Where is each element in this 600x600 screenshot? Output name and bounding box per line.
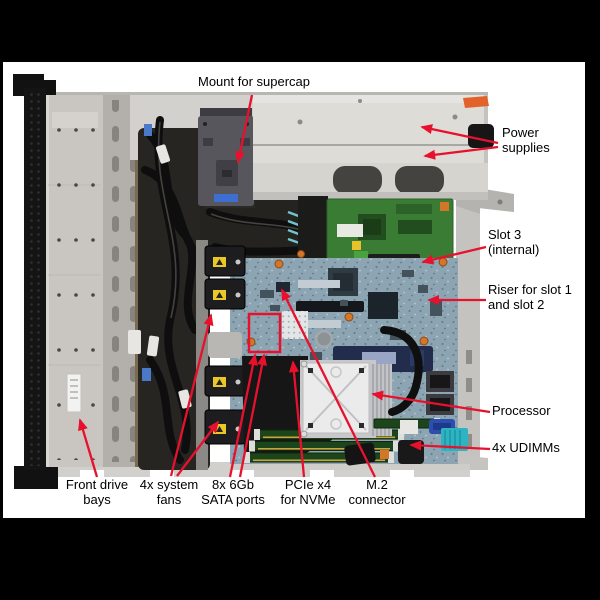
label-slot-3-internal: Slot 3 (internal) xyxy=(488,227,540,257)
psu-release-tab xyxy=(463,96,489,108)
sata-arrow-left xyxy=(228,353,258,478)
raid-card xyxy=(298,196,454,268)
power-supplies-photo xyxy=(253,95,494,200)
label-power-supplies: Power supplies xyxy=(502,125,550,155)
front-drive-bays-photo xyxy=(46,95,103,467)
rack-ear-bottom xyxy=(14,458,58,489)
udimms-arrow xyxy=(409,440,491,451)
label-8x-6gb-sata-ports: 8x 6Gb SATA ports xyxy=(201,477,265,507)
pcie-nvme-arrow xyxy=(288,360,306,478)
cpu-cable-loop xyxy=(380,326,423,416)
sata-arrow-right xyxy=(238,353,267,478)
chassis xyxy=(13,74,514,489)
power-supply-arrow-upper xyxy=(420,124,499,145)
sata-highlight-box xyxy=(247,312,282,354)
cpu-heatsink xyxy=(300,326,440,438)
mount-supercap-arrow xyxy=(235,94,254,164)
supercap-mount xyxy=(198,108,254,206)
label-mount-for-supercap: Mount for supercap xyxy=(197,74,310,89)
label-processor: Processor xyxy=(492,403,551,418)
riser-slot xyxy=(296,301,364,312)
psu-latch xyxy=(468,124,494,148)
label-front-drive-bays: Front drive bays xyxy=(65,477,129,507)
power-supply-arrow-lower xyxy=(423,145,499,160)
system-fans-arrow-upper xyxy=(169,313,214,477)
front-drive-bays-arrow xyxy=(78,418,99,478)
label-4x-udimms: 4x UDIMMs xyxy=(492,440,560,455)
system-fans-arrow-lower xyxy=(176,420,220,477)
cable-bundle xyxy=(128,95,334,470)
slot3-arrow xyxy=(421,245,487,265)
label-4x-system-fans: 4x system fans xyxy=(139,477,199,507)
label-riser-slot-1-2: Riser for slot 1 and slot 2 xyxy=(488,282,572,312)
label-m2-connector: M.2 connector xyxy=(348,477,406,507)
annotation-overlay xyxy=(78,94,499,478)
label-pcie-x4-nvme: PCIe x4 for NVMe xyxy=(280,477,336,507)
m2-connector-arrow xyxy=(280,288,377,478)
processor-arrow xyxy=(371,390,491,414)
